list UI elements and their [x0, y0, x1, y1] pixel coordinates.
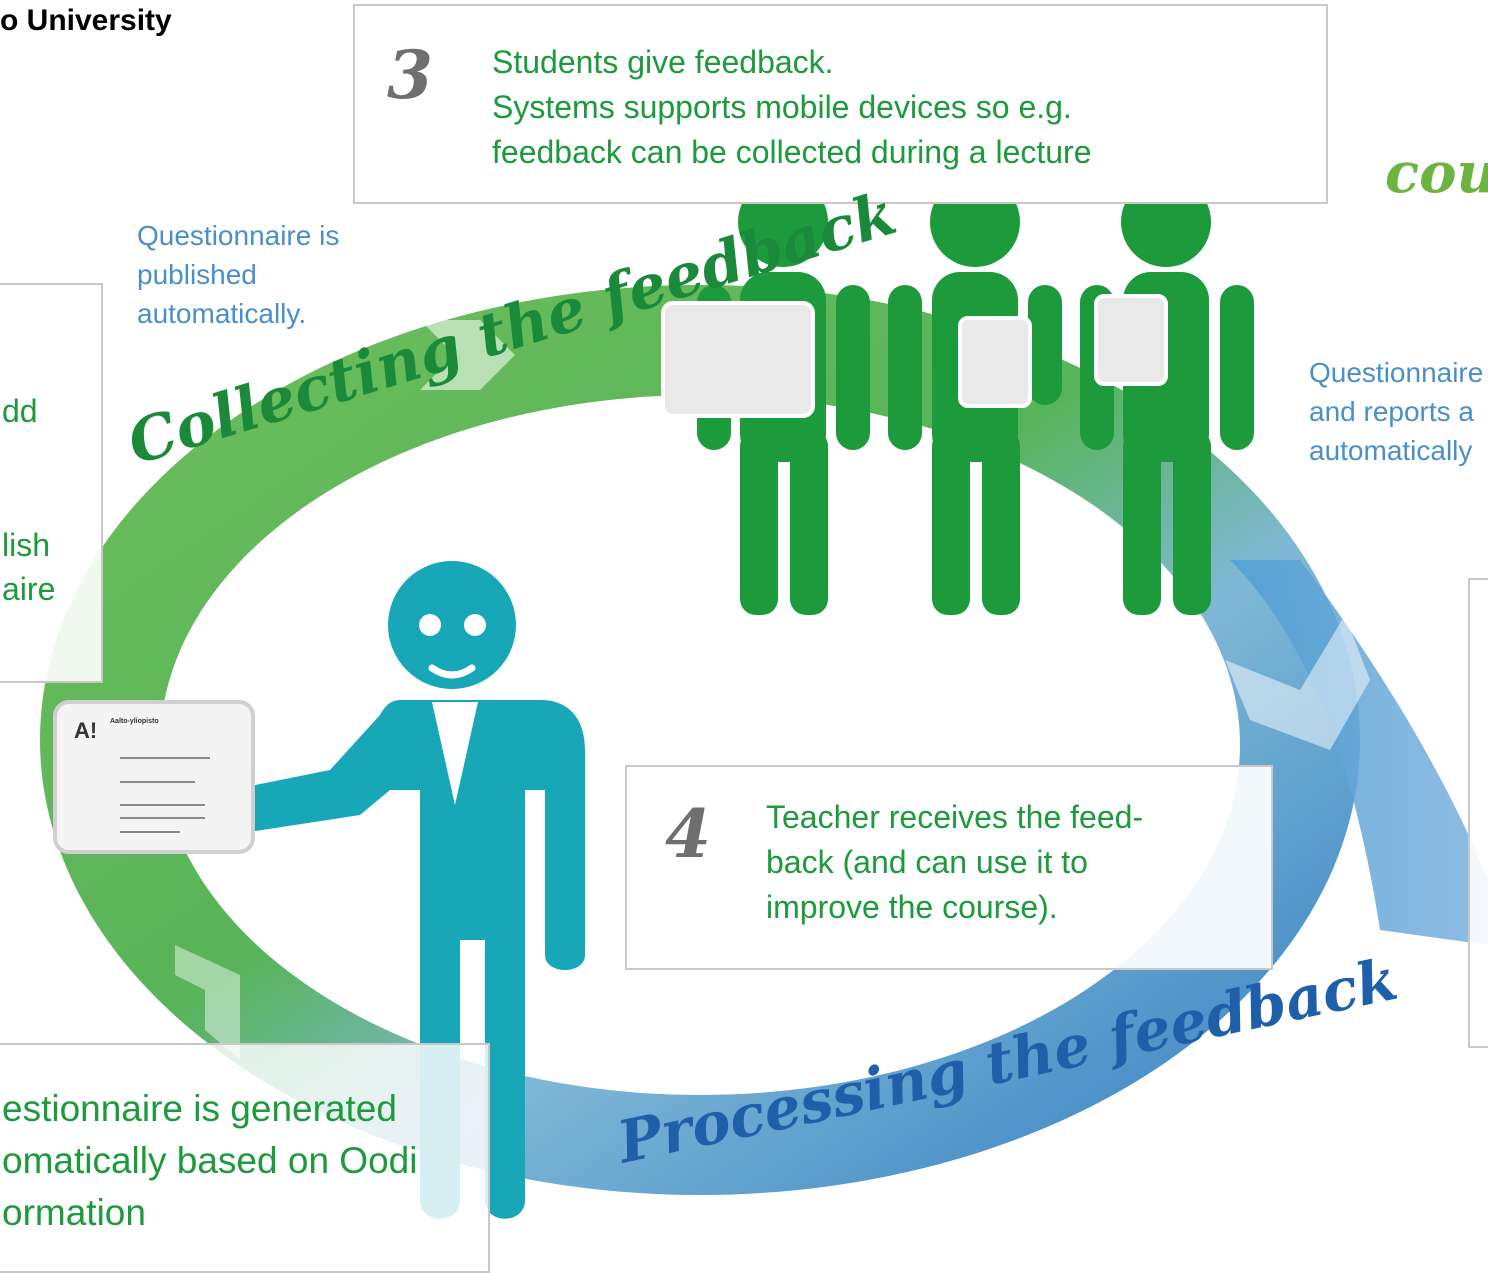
reports-note: Questionnaire and reports a automaticall…: [1309, 353, 1483, 470]
step3-box: 3 Students give feedback. Systems suppor…: [353, 4, 1328, 204]
published-note-line: published: [137, 259, 257, 290]
step3-line: Students give feedback.: [492, 44, 834, 80]
step4-line: improve the course).: [766, 889, 1058, 925]
step1-box: estionnaire is generated omatically base…: [0, 1043, 490, 1273]
teacher-eye: [419, 614, 441, 636]
sheet-logo: A!: [74, 718, 98, 743]
sheet-caption: Aalto-yliopisto: [110, 718, 159, 725]
questionnaire-sheet-icon: [53, 700, 255, 854]
chevron-icon: [1225, 615, 1370, 750]
step2-box: dd lish aire: [0, 283, 103, 683]
chevron-icon: [175, 945, 240, 1060]
teacher-smile: [428, 664, 476, 679]
course-heading-fragment: cou: [1385, 140, 1488, 206]
step3-number: 3: [387, 36, 433, 114]
step4-text: Teacher receives the feed- back (and can…: [766, 795, 1143, 930]
ring-tail: [1230, 560, 1488, 945]
published-note-line: automatically.: [137, 298, 307, 329]
teacher-eye: [464, 614, 486, 636]
tablet-icon: [1094, 294, 1168, 386]
tablet-icon: [958, 316, 1032, 408]
step4-line: Teacher receives the feed-: [766, 799, 1144, 835]
step3-line: Systems supports mobile devices so e.g.: [492, 89, 1072, 125]
step1-line: omatically based on Oodi: [2, 1140, 418, 1181]
published-note: Questionnaire is published automatically…: [137, 216, 339, 333]
step3-line: feedback can be collected during a lectu…: [492, 134, 1092, 170]
step4-number: 4: [665, 795, 711, 873]
step4-box: 4 Teacher receives the feed- back (and c…: [625, 765, 1273, 970]
step5-box: [1468, 578, 1488, 1048]
chevron-icon: [420, 320, 515, 390]
step1-line: estionnaire is generated: [2, 1088, 397, 1129]
step2-fragment: aire: [2, 571, 56, 607]
teacher-collar: [432, 702, 478, 805]
ring-inner: [160, 395, 1240, 1095]
reports-note-line: Questionnaire: [1309, 357, 1484, 388]
teacher-head: [388, 561, 516, 689]
step1-text: estionnaire is generated omatically base…: [2, 1083, 417, 1239]
step4-line: back (and can use it to: [766, 844, 1088, 880]
tablet-icon: [661, 301, 815, 418]
published-note-line: Questionnaire is: [137, 220, 340, 251]
university-title: o University: [0, 4, 172, 37]
reports-note-line: and reports a: [1309, 396, 1474, 427]
step2-fragment: lish: [2, 527, 51, 563]
step3-text: Students give feedback. Systems supports…: [492, 40, 1092, 175]
teacher-figure: [211, 561, 585, 1219]
step2-fragment: dd: [2, 393, 38, 429]
reports-note-line: automatically: [1309, 435, 1473, 466]
step1-line: ormation: [2, 1192, 146, 1233]
